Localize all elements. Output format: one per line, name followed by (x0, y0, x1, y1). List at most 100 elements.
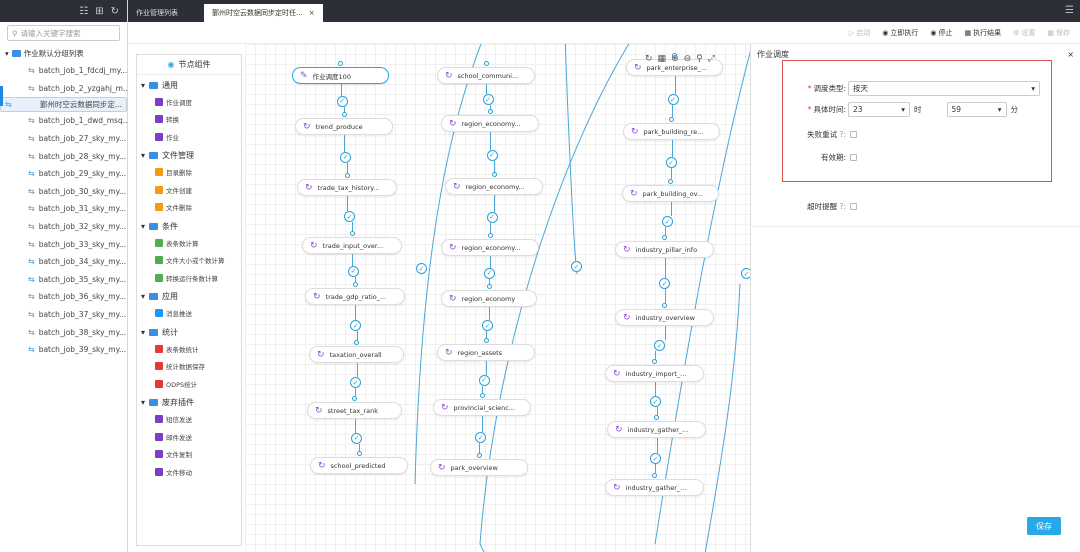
tree-item[interactable]: ⇆batch_job_2_yzgahj_m... (0, 80, 127, 98)
workflow-node[interactable]: ↻industry_pillar_info (615, 241, 714, 258)
tree-item[interactable]: ⇆batch_job_27_sky_my... (0, 130, 127, 148)
connector-dot[interactable] (483, 338, 489, 343)
tree-item[interactable]: ⇆batch_job_1_fdcdj_my... (0, 62, 127, 80)
connector-dot[interactable] (354, 340, 359, 345)
tree-item[interactable]: ⇆batch_job_33_sky_my... (0, 235, 127, 253)
tree-item[interactable]: ⇆batch_job_34_sky_my... (0, 253, 127, 271)
connector-dot[interactable] (662, 235, 667, 240)
start-button[interactable]: ▷启动 (848, 28, 871, 37)
node-category[interactable]: ▾条件 (137, 218, 241, 234)
refresh-icon[interactable]: ↻ (110, 5, 119, 17)
node-component-item[interactable]: 文件移动 (137, 463, 241, 481)
node-category[interactable]: ▾应用 (137, 289, 241, 305)
node-category[interactable]: ▾通用 (137, 77, 241, 93)
stop-button[interactable]: ◉停止 (930, 28, 953, 37)
node-component-item[interactable]: 邮件发送 (137, 428, 241, 446)
workflow-node[interactable]: ↻park_building_ov... (622, 185, 719, 202)
minute-select[interactable]: 59▾ (946, 102, 1007, 117)
workflow-node[interactable]: ↻region_economy... (445, 178, 543, 195)
org-chart-icon[interactable]: ☷ (79, 5, 89, 17)
valid-checkbox[interactable] (850, 154, 857, 161)
workflow-node[interactable]: ↻region_assets (437, 344, 535, 361)
connector-dot[interactable] (483, 61, 489, 66)
node-component-item[interactable]: 统计数据保存 (137, 358, 241, 376)
connector-dot[interactable] (486, 284, 492, 289)
workflow-node[interactable]: ↻region_economy... (441, 239, 539, 256)
workflow-node[interactable]: ↻park_overview (430, 459, 528, 476)
workflow-node[interactable]: ↻trade_tax_history... (297, 179, 397, 196)
zoom-out-icon[interactable]: ⊖ (683, 54, 692, 64)
tree-root[interactable]: ▾ 作业默认分组列表 (0, 45, 127, 62)
fit-icon[interactable]: ⚲ (696, 54, 703, 64)
tree-item[interactable]: ⇆batch_job_35_sky_my... (0, 271, 127, 289)
exec-result-button[interactable]: ▦执行结果 (964, 28, 1002, 37)
refresh-icon[interactable]: ↻ (645, 54, 653, 64)
node-component-item[interactable]: 短信发送 (137, 411, 241, 429)
zoom-in-icon[interactable]: ⊕ (671, 54, 679, 64)
workflow-node[interactable]: ↻region_economy... (441, 115, 539, 132)
connector-dot[interactable] (479, 393, 485, 398)
search-input[interactable]: ⚲ 请输入关键字搜索 (7, 25, 120, 41)
node-component-item[interactable]: 转换运行条数计算 (137, 269, 241, 287)
tree-item[interactable]: ⇆batch_job_1_dwd_msq... (0, 112, 127, 130)
connector-dot[interactable] (491, 172, 497, 177)
workflow-node[interactable]: ✎作业调度100 (292, 67, 389, 84)
node-component-item[interactable]: 作业调度 (137, 93, 241, 111)
tree-item[interactable]: ⇆batch_job_28_sky_my... (0, 147, 127, 165)
tree-item[interactable]: ⇆batch_job_29_sky_my... (0, 165, 127, 183)
tab-job-editor[interactable]: 鄞州时空云数据同步定时任...× (204, 4, 323, 22)
workflow-node[interactable]: ↻school_predicted (310, 457, 408, 474)
timeout-checkbox[interactable] (850, 203, 857, 210)
save-toolbar-button[interactable]: ▦保存 (1047, 28, 1070, 37)
tree-item[interactable]: ⇆batch_job_30_sky_my... (0, 183, 127, 201)
node-component-item[interactable]: 文件创建 (137, 181, 241, 199)
workflow-node[interactable]: ↻taxation_overall (309, 346, 404, 363)
connector-dot[interactable] (476, 453, 482, 458)
workflow-node[interactable]: ↻industry_gather_... (607, 421, 706, 438)
hour-select[interactable]: 23▾ (848, 102, 910, 117)
save-button[interactable]: 保存 (1027, 517, 1061, 535)
close-icon[interactable]: × (308, 9, 315, 17)
connector-dot[interactable] (338, 61, 343, 66)
workflow-node[interactable]: ↻region_economy (441, 290, 537, 307)
connector-dot[interactable] (662, 303, 667, 308)
add-icon[interactable]: ⊞ (95, 5, 104, 17)
settings-button[interactable]: ⚙设置 (1013, 28, 1036, 37)
connector-dot[interactable] (341, 112, 347, 117)
connector-dot[interactable] (356, 451, 362, 456)
workflow-node[interactable]: ↻trade_input_over... (302, 237, 402, 254)
tree-item[interactable]: ⇆batch_job_36_sky_my... (0, 288, 127, 306)
node-component-item[interactable]: 作业 (137, 128, 241, 146)
connector-dot[interactable] (487, 233, 493, 238)
caret-down-icon[interactable]: ▾ (5, 49, 9, 58)
node-component-item[interactable]: 文件复制 (137, 446, 241, 464)
connector-dot[interactable] (352, 396, 357, 401)
grid-icon[interactable]: ▦ (657, 54, 667, 64)
connector-dot[interactable] (672, 53, 677, 58)
tree-item[interactable]: ⇆batch_job_32_sky_my... (0, 218, 127, 236)
connector-dot[interactable] (487, 109, 493, 114)
fullscreen-icon[interactable]: ⤢ (707, 54, 715, 64)
connector-dot[interactable] (652, 359, 657, 364)
connector-dot[interactable] (652, 473, 657, 478)
workflow-node[interactable]: ↻industry_overview (615, 309, 714, 326)
workflow-node[interactable]: ↻park_building_re... (623, 123, 720, 140)
workflow-canvas[interactable]: ✎作业调度100✓↻trend_produce✓↻trade_tax_histo… (245, 44, 750, 552)
node-component-item[interactable]: 表条数计算 (137, 234, 241, 252)
connector-dot[interactable] (344, 173, 350, 178)
node-component-item[interactable]: ODPS统计 (137, 375, 241, 393)
connector-dot[interactable] (352, 282, 358, 287)
workflow-node[interactable]: ↻provincial_scienc... (433, 399, 531, 416)
connector-dot[interactable] (654, 415, 659, 420)
node-component-item[interactable]: 消息推送 (137, 305, 241, 323)
node-component-item[interactable]: 表条数统计 (137, 340, 241, 358)
node-component-item[interactable]: 转换 (137, 111, 241, 129)
tree-item[interactable]: ⇆鄞州时空云数据同步定... (0, 97, 127, 113)
workflow-node[interactable]: ↻park_enterprise_... (626, 59, 723, 76)
node-category[interactable]: ▾文件管理 (137, 148, 241, 164)
workflow-node[interactable]: ↻industry_import_... (605, 365, 704, 382)
workflow-node[interactable]: ↻industry_gather_... (605, 479, 704, 496)
workflow-node[interactable]: ↻street_tax_rank (307, 402, 402, 419)
retry-checkbox[interactable] (850, 131, 857, 138)
tab-job-list[interactable]: 作业管理列表 (136, 9, 178, 17)
